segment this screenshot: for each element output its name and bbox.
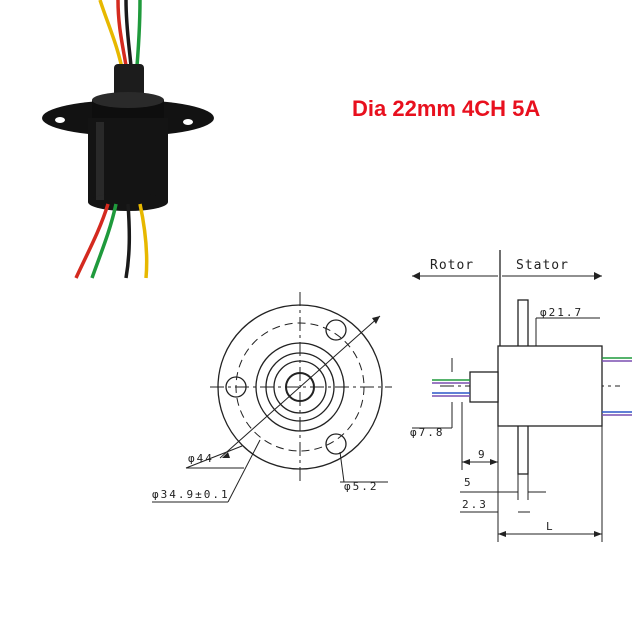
outer-flange-circle	[217, 304, 383, 470]
slip-ring-photo	[42, 0, 214, 279]
front-view-drawing	[152, 292, 392, 503]
dim-phi21-7: φ21.7	[540, 306, 583, 319]
flange-hole-right	[183, 119, 193, 125]
side-view-drawing	[412, 250, 632, 542]
dim-phi7-8: φ7.8	[410, 426, 445, 439]
bottom-wires	[74, 203, 149, 279]
flange-hole-left	[55, 117, 65, 123]
stator-label: Stator	[516, 258, 569, 273]
mount-hole-bottom-right	[325, 433, 347, 455]
dim-5: 5	[464, 476, 473, 489]
mount-hole-top-right	[325, 319, 347, 341]
dim-2-3: 2.3	[462, 498, 488, 511]
dim-phi44: φ44	[188, 452, 214, 465]
dim-phi5-2: φ5.2	[344, 480, 379, 493]
dim-L: L	[546, 520, 555, 533]
dim-phi34-9: φ34.9±0.1	[152, 488, 230, 501]
rotor-label: Rotor	[430, 258, 474, 273]
rotor-sleeve	[114, 64, 144, 98]
dim-9: 9	[478, 448, 487, 461]
product-title: Dia 22mm 4CH 5A	[352, 96, 541, 121]
mount-hole-left	[225, 376, 247, 398]
